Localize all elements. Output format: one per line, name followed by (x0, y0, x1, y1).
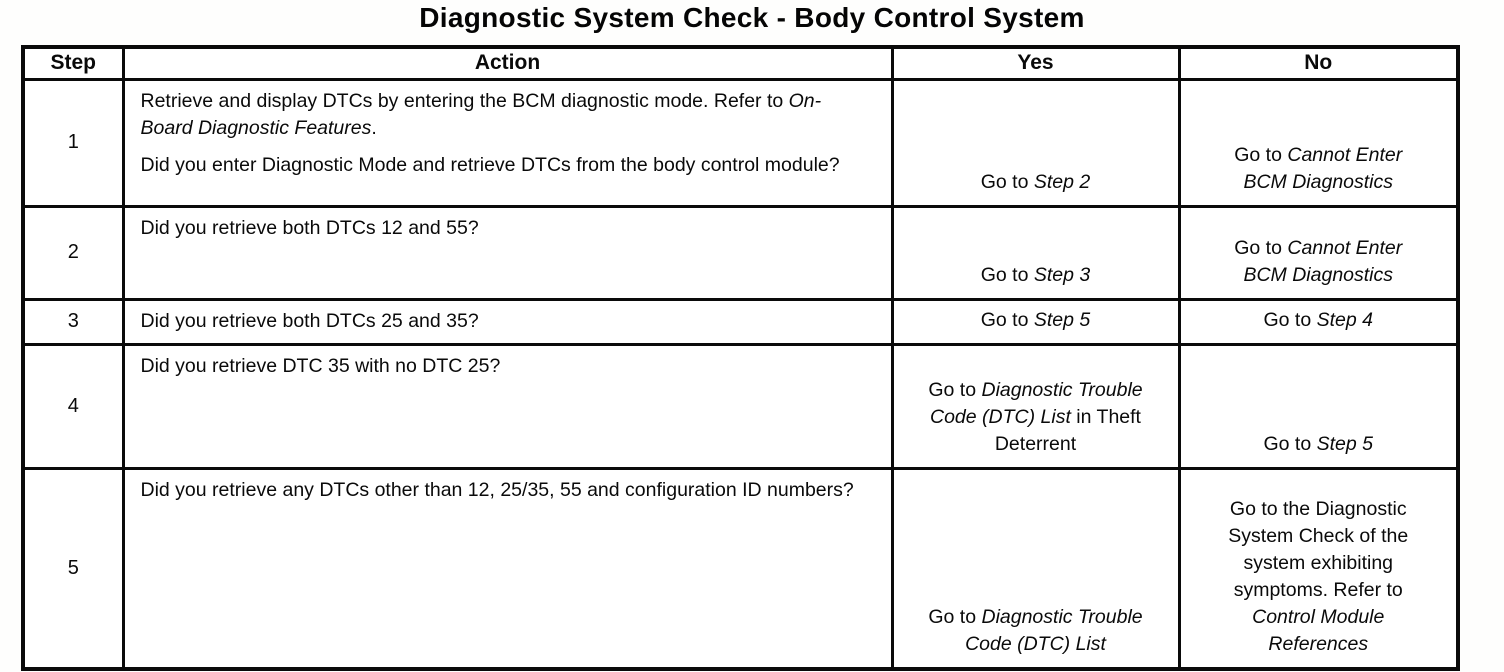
action-cell: Did you retrieve both DTCs 25 and 35? (121, 297, 894, 346)
action-paragraph: Did you retrieve both DTCs 12 and 55? (140, 216, 479, 239)
action-paragraph: Retrieve and display DTCs by entering th… (140, 89, 822, 139)
step-number: 2 (21, 204, 125, 301)
column-header-step: Step (21, 45, 125, 81)
table-row-step-1: 1 Retrieve and display DTCs by entering … (21, 77, 1460, 208)
column-header-yes: Yes (890, 45, 1181, 81)
action-cell: Did you retrieve any DTCs other than 12,… (121, 466, 894, 671)
action-paragraph: Did you retrieve both DTCs 25 and 35? (140, 309, 479, 332)
action-cell: Did you retrieve DTC 35 with no DTC 25? (121, 342, 894, 470)
table-row-step-5: 5 Did you retrieve any DTCs other than 1… (21, 466, 1460, 671)
yes-cell: Go to Step 5 (890, 297, 1181, 346)
table-row-step-2: 2 Did you retrieve both DTCs 12 and 55? … (21, 204, 1460, 301)
step-number: 4 (21, 342, 125, 470)
step-number: 1 (21, 77, 125, 208)
no-cell: Go to Cannot Enter BCM Diagnostics (1177, 204, 1460, 301)
step-number: 3 (21, 297, 125, 346)
no-cell: Go to Cannot Enter BCM Diagnostics (1177, 77, 1460, 208)
action-paragraph: Did you enter Diagnostic Mode and retrie… (140, 153, 840, 176)
page-title: Diagnostic System Check - Body Control S… (419, 2, 1085, 33)
column-header-no: No (1177, 45, 1460, 81)
table-row-step-4: 4 Did you retrieve DTC 35 with no DTC 25… (21, 342, 1460, 470)
action-paragraph: Did you retrieve any DTCs other than 12,… (140, 478, 854, 501)
no-cell: Go to Step 4 (1177, 297, 1460, 346)
step-number: 5 (21, 466, 125, 671)
header-row: Step Action Yes No (21, 45, 1460, 81)
yes-cell: Go to Diagnostic Trouble Code (DTC) List (890, 466, 1181, 671)
action-cell: Retrieve and display DTCs by entering th… (121, 77, 894, 208)
no-cell: Go to the Diagnostic System Check of the… (1177, 466, 1460, 671)
action-paragraph: Did you retrieve DTC 35 with no DTC 25? (140, 354, 501, 377)
column-header-action: Action (121, 45, 894, 81)
diagnostic-table: Step Action Yes No 1 Retrieve and displa… (21, 45, 1460, 671)
no-cell: Go to Step 5 (1177, 342, 1460, 470)
action-cell: Did you retrieve both DTCs 12 and 55? (121, 204, 894, 301)
table-row-step-3: 3 Did you retrieve both DTCs 25 and 35? … (21, 297, 1460, 346)
yes-cell: Go to Step 3 (890, 204, 1181, 301)
yes-cell: Go to Diagnostic Trouble Code (DTC) List… (890, 342, 1181, 470)
yes-cell: Go to Step 2 (890, 77, 1181, 208)
